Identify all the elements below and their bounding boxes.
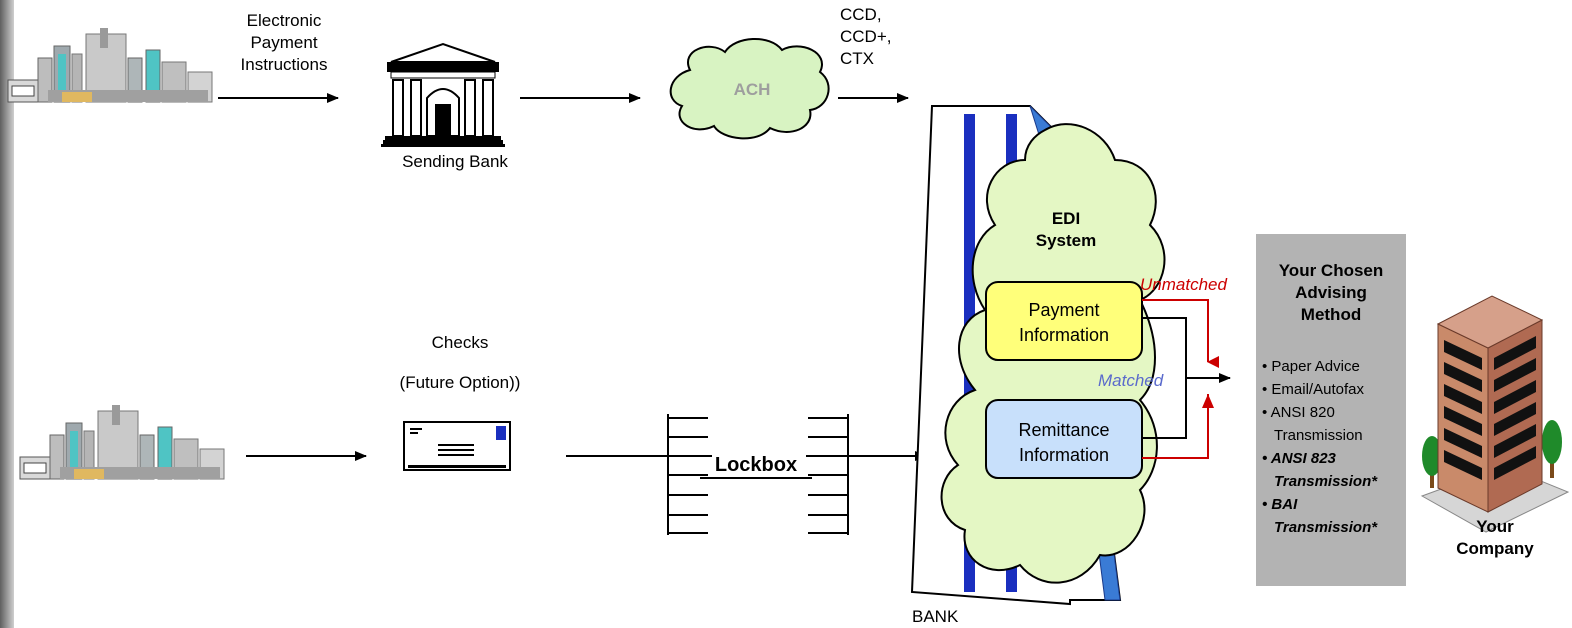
unmatched-connectors bbox=[1142, 299, 1219, 459]
company-line-2: Company bbox=[1456, 539, 1534, 558]
edi-title-line-2: System bbox=[1035, 231, 1097, 250]
bank-building-icon bbox=[381, 42, 505, 147]
matched-connectors bbox=[1142, 317, 1187, 439]
advising-method-title: Your Chosen Advising Method bbox=[1256, 260, 1406, 326]
future-option-label: (Future Option)) bbox=[399, 373, 521, 392]
factory-icon-bottom bbox=[19, 405, 225, 480]
checks-label: Checks bbox=[431, 333, 489, 352]
company-building-icon bbox=[1420, 295, 1570, 533]
lockbox-icon bbox=[667, 414, 849, 535]
advising-item-paper: • Paper Advice bbox=[1262, 358, 1360, 375]
instructions-line-2: Payment bbox=[250, 33, 318, 52]
payment-line-2: Information bbox=[1018, 325, 1110, 345]
advising-method-list: • Paper Advice • Email/Autofax • ANSI 82… bbox=[1262, 355, 1406, 539]
instructions-line-3: Instructions bbox=[240, 55, 328, 74]
format-ctx: CTX bbox=[840, 49, 874, 68]
bank-label: BANK bbox=[912, 607, 959, 626]
advising-title-line-1: Your Chosen bbox=[1278, 261, 1384, 280]
unmatched-label: Unmatched bbox=[1140, 275, 1227, 294]
advising-item-bai: • BAI bbox=[1262, 496, 1298, 513]
remittance-information-label: Remittance Information bbox=[986, 418, 1142, 468]
lockbox-label: Lockbox bbox=[714, 454, 798, 476]
edi-system-title: EDI System bbox=[1016, 208, 1116, 252]
left-edge-strip bbox=[0, 0, 14, 628]
payment-line-1: Payment bbox=[1028, 300, 1100, 320]
remittance-line-2: Information bbox=[1018, 445, 1110, 465]
instructions-line-1: Electronic bbox=[246, 11, 322, 30]
ach-formats-label: CCD, CCD+, CTX bbox=[840, 4, 900, 70]
advising-title-line-2: Advising bbox=[1295, 283, 1367, 302]
your-company-label: Your Company bbox=[1420, 516, 1570, 560]
advising-item-bai-cont: Transmission* bbox=[1274, 519, 1378, 536]
electronic-payment-instructions-label: Electronic Payment Instructions bbox=[222, 10, 346, 76]
ach-cloud bbox=[669, 37, 830, 140]
factory-icon-top bbox=[7, 28, 213, 103]
ach-label: ACH bbox=[733, 80, 771, 99]
advising-item-ansi823: • ANSI 823 bbox=[1262, 450, 1336, 467]
edi-title-line-1: EDI bbox=[1051, 209, 1081, 228]
advising-item-ansi820-cont: Transmission bbox=[1274, 427, 1363, 444]
format-ccd: CCD, bbox=[840, 5, 882, 24]
advising-item-email: • Email/Autofax bbox=[1262, 381, 1364, 398]
advising-item-ansi820: • ANSI 820 bbox=[1262, 404, 1335, 421]
advising-item-ansi823-cont: Transmission* bbox=[1274, 473, 1378, 490]
payment-information-label: Payment Information bbox=[986, 298, 1142, 348]
remittance-line-1: Remittance bbox=[1018, 420, 1110, 440]
payment-information-box bbox=[985, 281, 1143, 361]
advising-method-panel bbox=[1256, 234, 1406, 586]
format-ccd-plus: CCD+, bbox=[840, 27, 892, 46]
advising-title-line-3: Method bbox=[1300, 305, 1362, 324]
company-line-1: Your bbox=[1476, 517, 1514, 536]
sending-bank-label: Sending Bank bbox=[402, 152, 508, 171]
matched-label: Matched bbox=[1098, 371, 1164, 390]
unmatched-arrowhead-up bbox=[1202, 394, 1214, 408]
envelope-icon bbox=[403, 421, 511, 471]
